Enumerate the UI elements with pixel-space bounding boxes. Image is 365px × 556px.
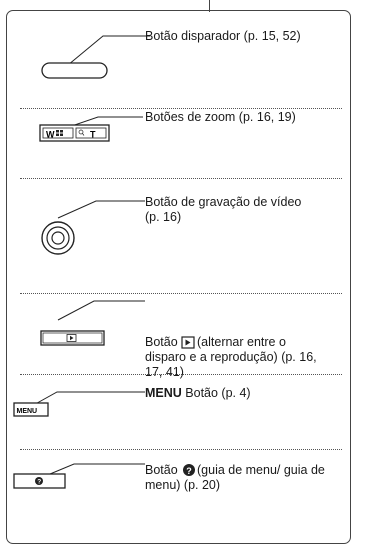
menu-button-label: MENU Botão (p. 4) [145,386,251,401]
separator [20,178,342,179]
video-record-button-icon [41,221,75,255]
svg-text:?: ? [186,466,192,476]
playback-leader [57,300,145,321]
playback-button-label: (alternar entre o disparo e a reprodução… [145,335,317,379]
shutter-button-label: Botão disparador (p. 15, 52) [145,29,301,43]
help-button-label: (guia de menu/ guia de menu) (p. 20) [145,463,325,492]
svg-text:?: ? [37,479,41,486]
zoom-buttons-icon: W T [39,124,110,142]
help-button-icon: ? [13,473,66,489]
video-leader [57,200,145,219]
zoom-w-label: W [46,130,55,140]
playback-prefix: Botão [145,335,178,349]
video-button-label: Botão de gravação de vídeo (p. 16) [145,195,302,224]
menu-leader [29,391,145,408]
separator [20,293,342,294]
frame-tab-line [209,0,210,12]
menu-button-icon: MENU [13,402,49,417]
menu-label-text: Botão (p. 4) [181,386,251,400]
separator [20,108,342,109]
zoom-t-label: T [90,130,96,140]
zoom-buttons-label: Botões de zoom (p. 16, 19) [145,110,296,124]
diagram-frame [6,10,351,544]
help-prefix: Botão [145,463,178,477]
shutter-leader [67,35,150,66]
inline-playback-glyph-icon [181,336,195,349]
inline-help-glyph-icon: ? [183,464,195,476]
shutter-button-icon [41,62,108,79]
menu-icon-label: MENU [17,408,38,415]
menu-keyword: MENU [145,386,182,400]
separator [20,449,342,450]
playback-button-icon [40,330,105,346]
separator [20,374,342,375]
